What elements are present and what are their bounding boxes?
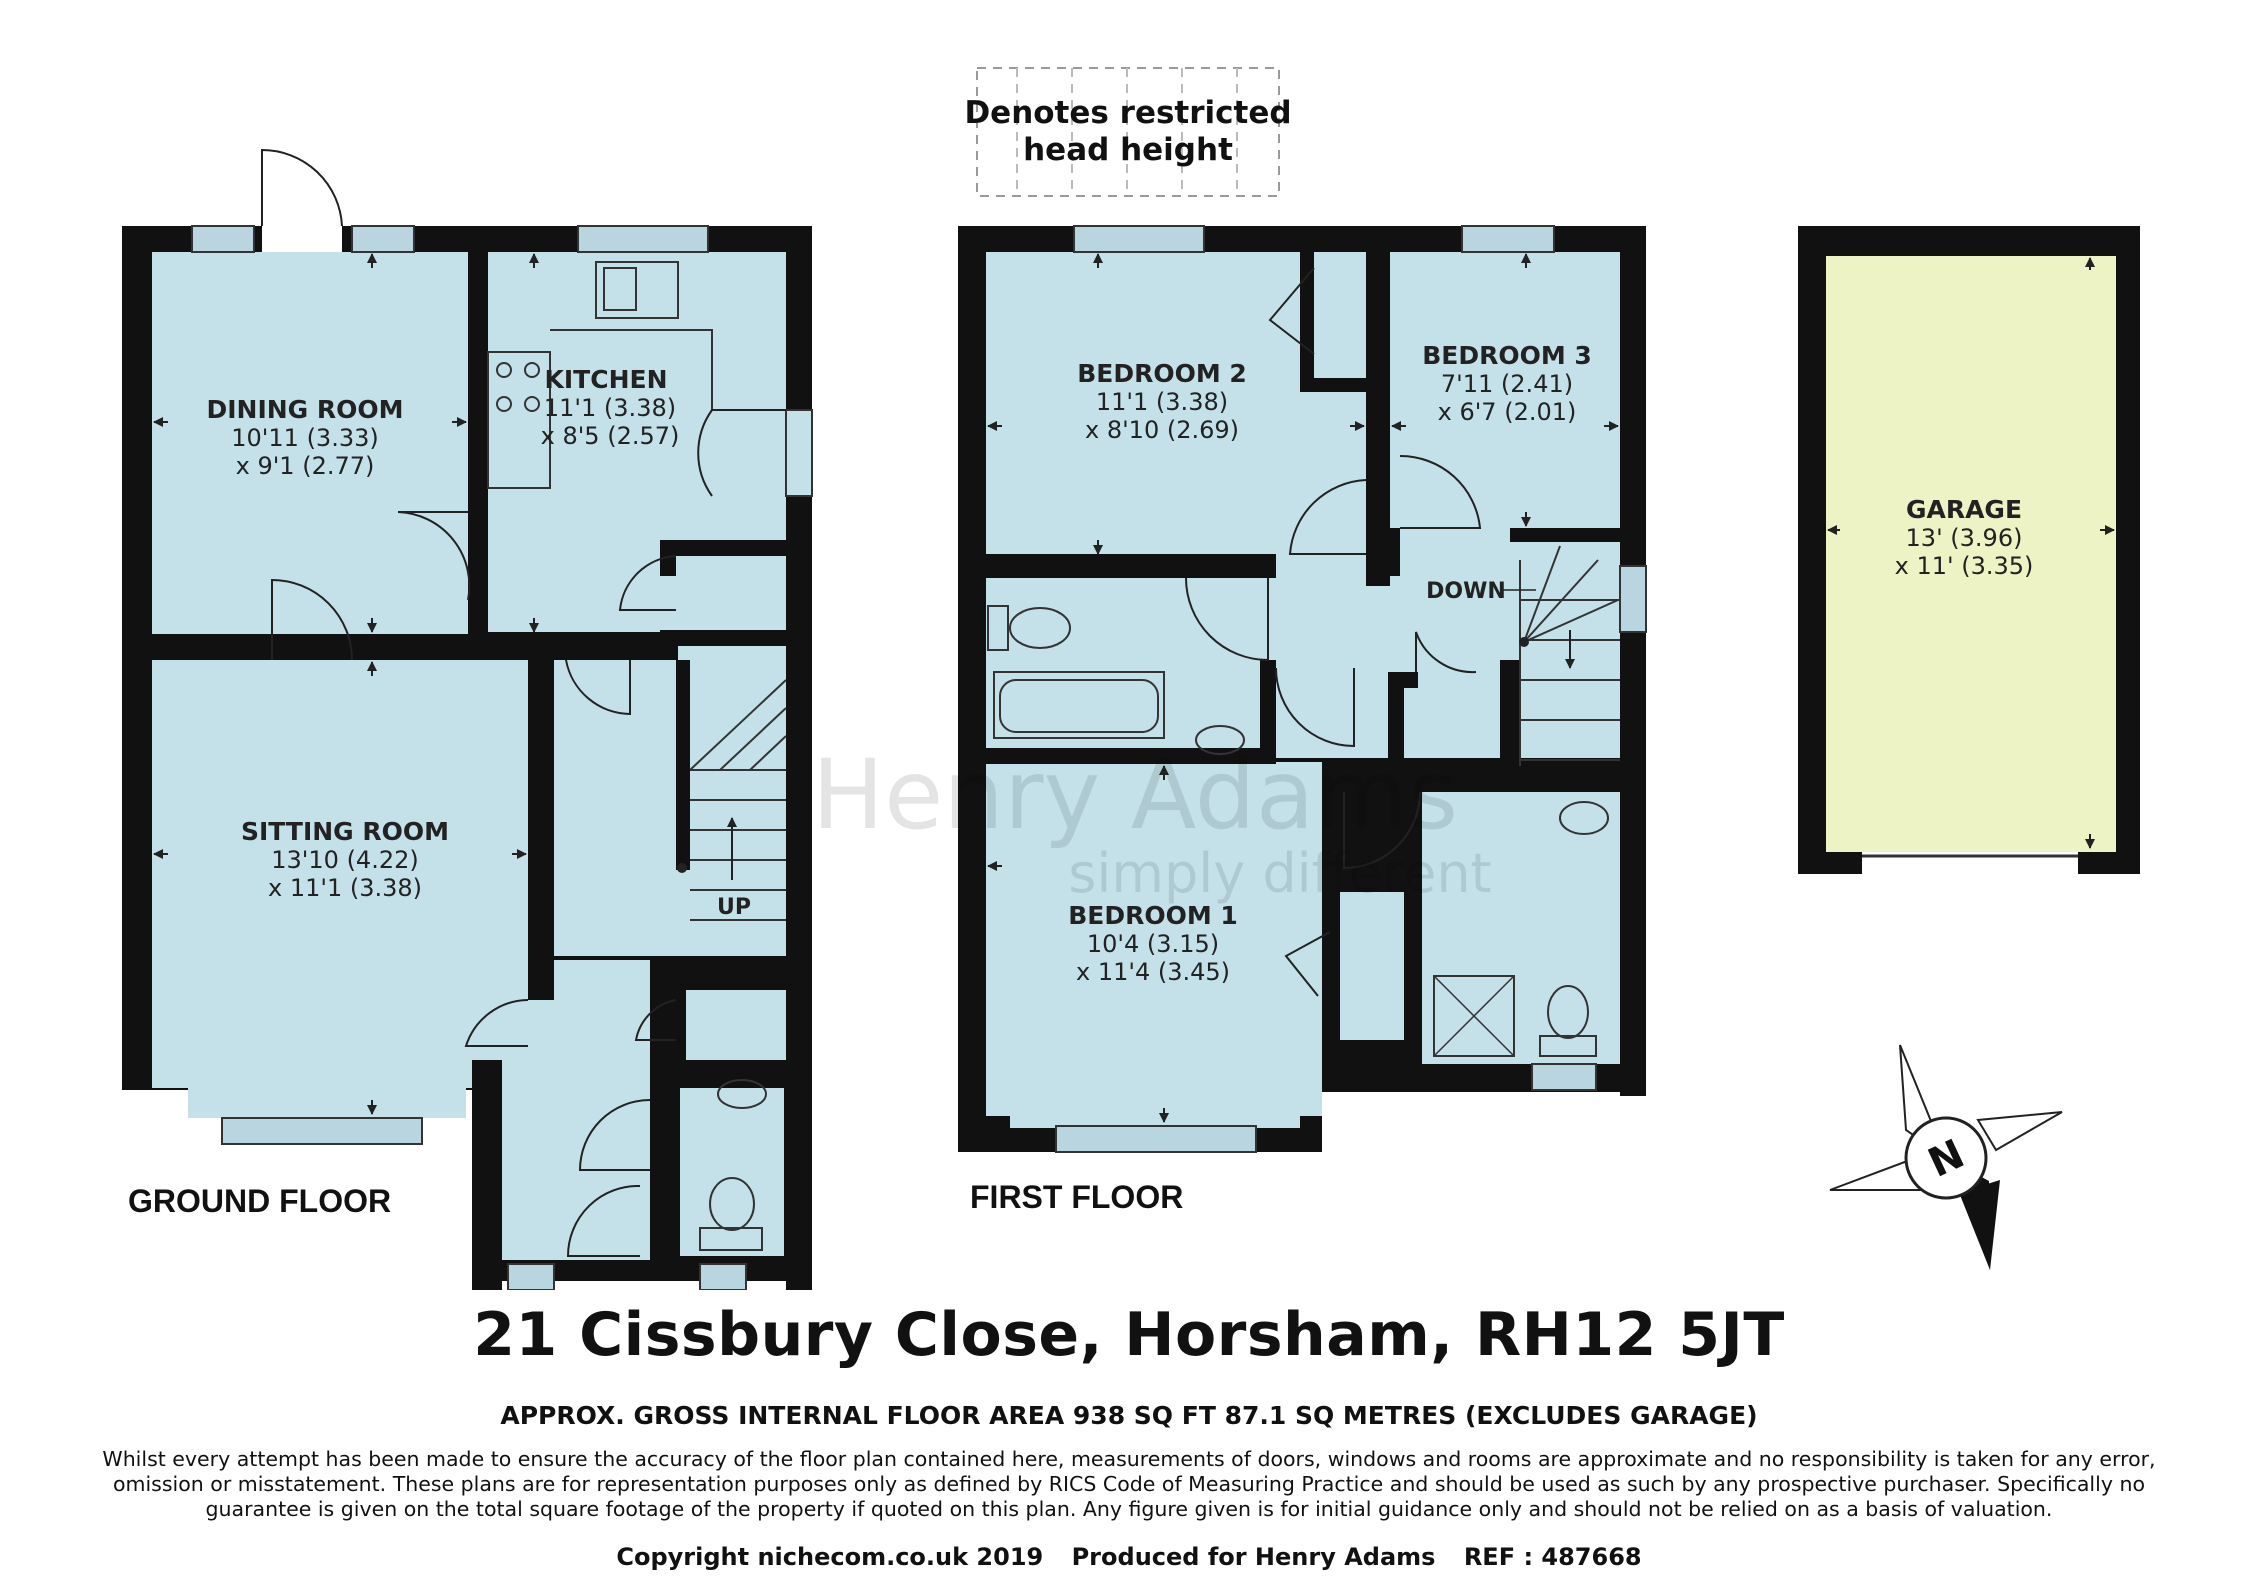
produced-for-text: Produced for Henry Adams [1071, 1543, 1436, 1571]
bedroom-1-name: BEDROOM 1 [1068, 901, 1238, 930]
bedroom-3-floor [1390, 252, 1620, 528]
sitting-room-dim1: 13'10 (4.22) [271, 846, 418, 874]
bedroom-2-dim2: x 8'10 (2.69) [1085, 416, 1239, 444]
dining-room-floor [152, 252, 468, 634]
dining-room-dim2: x 9'1 (2.77) [236, 452, 375, 480]
bedroom-1-dim1: 10'4 (3.15) [1087, 930, 1219, 958]
sitting-room-name: SITTING ROOM [241, 817, 449, 846]
ground-floor-label: GROUND FLOOR [128, 1183, 391, 1219]
kitchen-dim1: 11'1 (3.38) [544, 394, 676, 422]
bedroom-3-dim1: 7'11 (2.41) [1441, 370, 1573, 398]
copyright-text: Copyright nichecom.co.uk 2019 [616, 1543, 1044, 1571]
dining-room-name: DINING ROOM [206, 395, 403, 424]
watermark-tagline: simply different [1068, 842, 1491, 905]
dining-room-dim1: 10'11 (3.33) [231, 424, 378, 452]
legend-line-1: Denotes restricted [964, 95, 1291, 131]
garage-floor [1826, 256, 2116, 852]
disclaimer-text: Whilst every attempt has been made to en… [102, 1447, 2156, 1521]
garage-name: GARAGE [1906, 495, 2022, 524]
bedroom-1-dim2: x 11'4 (3.45) [1076, 958, 1230, 986]
legend-line-2: head height [1023, 132, 1233, 168]
sitting-room-dim2: x 11'1 (3.38) [268, 874, 422, 902]
sitting-room-floor [152, 660, 528, 1088]
kitchen-name: KITCHEN [545, 365, 668, 394]
bedroom-3-name: BEDROOM 3 [1422, 341, 1592, 370]
ground-floor: UP DINING ROOM 10'11 (3.33) x 9'1 (2.77)… [122, 148, 813, 1290]
stairs-up-label: UP [717, 895, 751, 920]
bedroom-2-name: BEDROOM 2 [1077, 359, 1247, 388]
bedroom-3-dim2: x 6'7 (2.01) [1438, 398, 1577, 426]
bedroom-2-dim1: 11'1 (3.38) [1096, 388, 1228, 416]
kitchen-dim2: x 8'5 (2.57) [541, 422, 680, 450]
floor-plan: Denotes restricted head height [122, 67, 2140, 1290]
landing-floor [1272, 528, 1620, 758]
floor-area-summary: APPROX. GROSS INTERNAL FLOOR AREA 938 SQ… [500, 1401, 1758, 1430]
first-floor: DOWN BEDROOM 2 11'1 (3.38) [958, 225, 1647, 1215]
watermark-brand: Henry Adams [812, 739, 1458, 851]
garage: GARAGE 13' (3.96) x 11' (3.35) [1798, 226, 2140, 874]
garage-dim2: x 11' (3.35) [1895, 552, 2034, 580]
first-floor-label: FIRST FLOOR [970, 1179, 1183, 1215]
compass-rose: N [1829, 1044, 2063, 1270]
bedroom-1-floor [986, 762, 1322, 1116]
restricted-height-legend: Denotes restricted head height [964, 67, 1292, 197]
stairs-down-label: DOWN [1426, 579, 1506, 604]
reference-text: REF : 487668 [1463, 1543, 1642, 1571]
bathroom-floor [986, 578, 1272, 748]
property-address: 21 Cissbury Close, Horsham, RH12 5JT [473, 1300, 1785, 1370]
garage-dim1: 13' (3.96) [1906, 524, 2023, 552]
credits-line: Copyright nichecom.co.uk 2019 Produced f… [0, 1543, 2258, 1571]
